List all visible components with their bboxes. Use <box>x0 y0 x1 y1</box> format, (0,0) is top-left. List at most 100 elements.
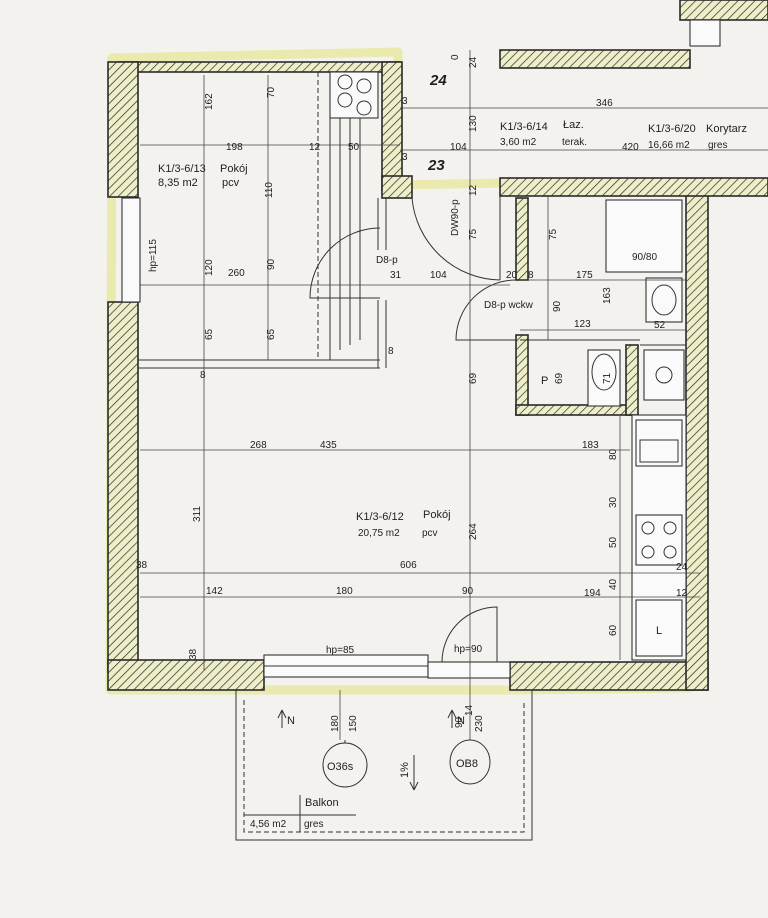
l-mark: L <box>656 625 662 637</box>
dim-label: 142 <box>206 586 223 597</box>
dim-label: 14 <box>464 704 475 716</box>
dim-label: 90 <box>454 716 465 728</box>
wall-top-left <box>117 61 401 73</box>
dim-label: 162 <box>204 93 215 110</box>
doors <box>309 197 517 663</box>
dim-label: 75 <box>468 228 479 240</box>
sink <box>635 419 683 467</box>
dim-label: 38 <box>188 648 199 660</box>
label-bathroom: K1/3-6/14 Łaz. 3,60 m2 terak. <box>500 119 587 148</box>
dim-label: 24 <box>468 56 479 68</box>
walls <box>107 0 768 691</box>
dim-label: 150 <box>348 715 359 732</box>
wall-bath-left <box>515 197 529 281</box>
fixtures <box>587 19 721 661</box>
door-small-room-code: D8-p <box>376 255 398 266</box>
dim-label: 0 <box>450 54 461 60</box>
dim-label: 435 <box>320 440 337 451</box>
wall-top-right <box>499 49 691 69</box>
dim-label: 71 <box>602 372 613 384</box>
dim-label: 3 <box>402 96 408 107</box>
dim-label: 104 <box>430 270 447 281</box>
dim-label: 60 <box>608 624 619 636</box>
wall-left-lower <box>107 301 139 673</box>
room-main-code: K1/3-6/12 <box>356 511 404 523</box>
wall-bath-wc <box>625 344 639 416</box>
dim-label: 12 <box>676 588 688 599</box>
dim-label: 90 <box>266 258 277 270</box>
north-arrow-1 <box>277 709 287 728</box>
label-balcony: Balkon 4,56 m2 gres <box>250 797 339 830</box>
wall-corridor-top <box>499 177 768 197</box>
dim-label: 198 <box>226 142 243 153</box>
balcony-area: 4,56 m2 <box>250 819 287 830</box>
window-left-sill: hp=115 <box>148 239 159 272</box>
room-small-area: 8,35 m2 <box>158 177 198 189</box>
door-entrance-swing <box>411 197 501 281</box>
dim-label: 180 <box>336 586 353 597</box>
dim-label: 104 <box>450 142 467 153</box>
dim-label: 311 <box>192 506 203 522</box>
label-room-small: K1/3-6/13 Pokój 8,35 m2 pcv <box>158 163 248 189</box>
dim-label: 606 <box>400 560 417 571</box>
boiler <box>643 349 685 401</box>
shower-tray <box>605 199 683 273</box>
north-label-1: N <box>287 715 295 727</box>
wall-shaft-stub <box>381 175 413 199</box>
shower-size: 90/80 <box>632 252 657 263</box>
balcony-right-sill: hp=90 <box>454 644 483 655</box>
label-room-main: K1/3-6/12 Pokój 20,75 m2 pcv <box>356 509 451 539</box>
room-main-name: Pokój <box>423 509 451 521</box>
partitions <box>138 196 686 369</box>
dim-label: 260 <box>228 268 245 279</box>
balcony-window <box>263 654 511 679</box>
wall-bath-left2 <box>515 334 529 416</box>
dim-label: 31 <box>390 270 402 281</box>
dim-label: 80 <box>608 448 619 460</box>
bathroom-area: 3,60 m2 <box>500 137 537 148</box>
level-number-upper: 24 <box>429 72 447 89</box>
balcony <box>235 690 533 841</box>
room-main-area: 20,75 m2 <box>358 528 400 539</box>
dim-label: 20 <box>506 270 518 281</box>
dim-label: 65 <box>266 328 277 340</box>
north-label-2: N <box>457 715 465 727</box>
dim-label: 38 <box>136 560 148 571</box>
fridge <box>635 599 683 657</box>
dim-label: 50 <box>608 536 619 548</box>
dim-label: 346 <box>596 98 613 109</box>
dim-label: 3 <box>402 152 408 163</box>
corridor-name: Korytarz <box>706 123 747 135</box>
level-number-lower: 23 <box>427 157 445 174</box>
door-bath-swing <box>455 279 517 341</box>
dim-label: 268 <box>250 440 267 451</box>
dimension-labels: 162 70 198 12 50 110 120 260 90 65 65 3 … <box>136 54 688 732</box>
dim-label: 24 <box>676 562 688 573</box>
balcony-name: Balkon <box>305 797 339 809</box>
door-small-room-swing <box>309 227 381 299</box>
dim-label: 194 <box>584 588 601 599</box>
dim-label: 52 <box>654 320 666 331</box>
dim-label: 75 <box>548 228 559 240</box>
bathroom-name: Łaz. <box>563 119 584 131</box>
window-left <box>121 197 141 303</box>
slope-arrow <box>409 755 419 791</box>
p-mark: P <box>541 375 548 387</box>
dim-label: 8 <box>200 370 206 381</box>
dim-label: 230 <box>474 715 485 732</box>
balcony-floor: gres <box>304 819 323 830</box>
dim-label: 70 <box>266 86 277 98</box>
slope-label: 1% <box>399 762 411 778</box>
wall-bottom-left <box>107 659 265 691</box>
door-entrance-code: DW90-p <box>450 199 461 236</box>
dim-label: 180 <box>330 715 341 732</box>
dim-label: 120 <box>204 259 215 276</box>
dim-label: 420 <box>622 142 639 153</box>
wall-left <box>107 61 139 198</box>
wall-shaft-right <box>381 61 403 191</box>
dim-label: 175 <box>576 270 593 281</box>
dim-label: 69 <box>468 372 479 384</box>
dim-label: 130 <box>468 115 479 132</box>
north-arrow-2 <box>447 709 457 728</box>
